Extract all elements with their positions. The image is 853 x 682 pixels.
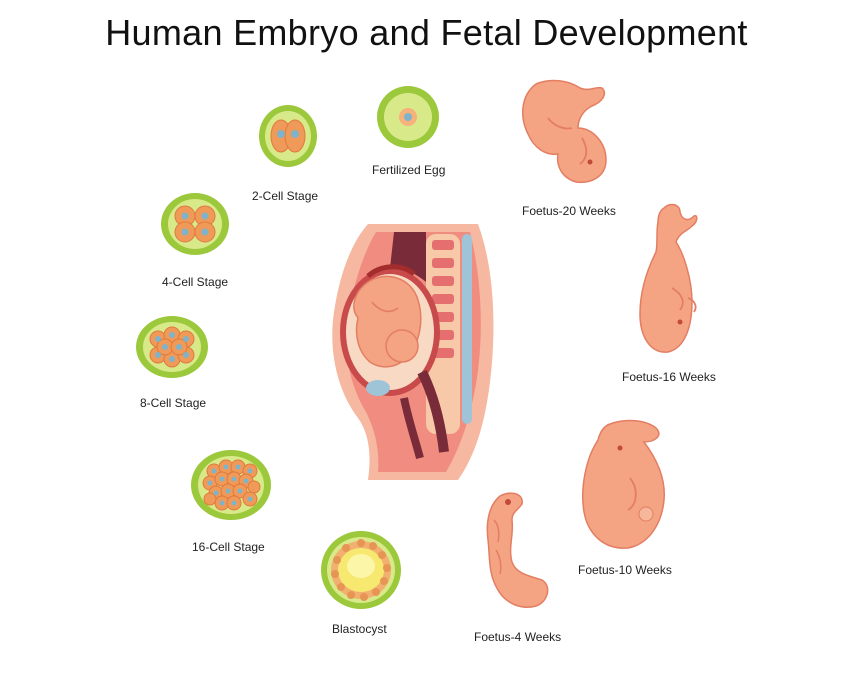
womb-cross-section-illustration	[332, 224, 494, 480]
foetus-4-weeks-illustration	[486, 492, 549, 608]
eight-cell-illustration	[136, 316, 208, 378]
fertilized-egg-label: Fertilized Egg	[372, 163, 446, 177]
foetus-16-weeks-illustration	[639, 203, 698, 353]
blastocyst-label: Blastocyst	[332, 622, 387, 636]
two-cell-illustration	[259, 105, 317, 167]
page-title: Human Embryo and Fetal Development	[105, 12, 748, 53]
four-cell-label: 4-Cell Stage	[162, 275, 229, 289]
sixteen-cell-label: 16-Cell Stage	[192, 540, 265, 554]
blastocyst-illustration	[321, 531, 401, 609]
foetus-10-weeks-illustration	[582, 419, 665, 549]
foetus-4-weeks-label: Foetus-4 Weeks	[474, 630, 562, 644]
four-cell-illustration	[161, 193, 229, 255]
fertilized-egg-illustration	[377, 86, 439, 148]
eight-cell-label: 8-Cell Stage	[140, 396, 207, 410]
foetus-20-weeks-illustration	[522, 79, 607, 184]
foetus-10-weeks-label: Foetus-10 Weeks	[578, 563, 672, 577]
foetus-16-weeks-label: Foetus-16 Weeks	[622, 370, 716, 384]
sixteen-cell-illustration	[191, 450, 271, 520]
two-cell-label: 2-Cell Stage	[252, 189, 319, 203]
foetus-20-weeks-label: Foetus-20 Weeks	[522, 204, 616, 218]
